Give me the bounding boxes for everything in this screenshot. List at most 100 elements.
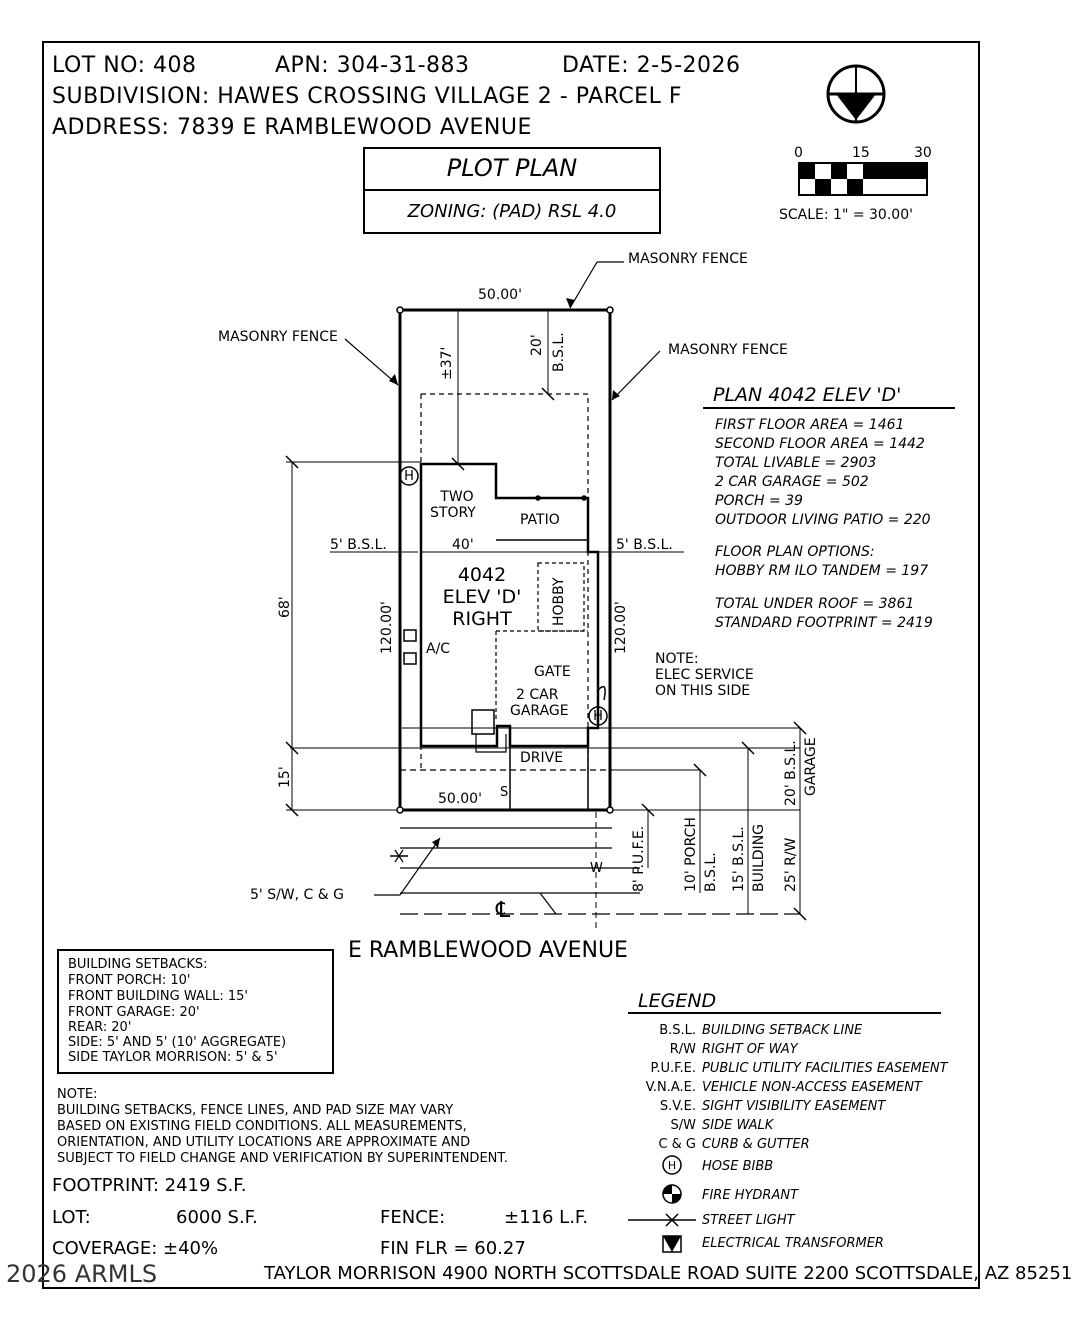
legend-desc: BUILDING SETBACK LINE: [702, 1023, 863, 1038]
svg-text:H: H: [668, 1159, 676, 1172]
rear-distance-dim: ±37': [439, 346, 455, 380]
coverage-stat: COVERAGE: ±40%: [52, 1238, 219, 1259]
legend-desc: VEHICLE NON-ACCESS EASEMENT: [702, 1080, 922, 1095]
gate-label: GATE: [534, 664, 571, 680]
setbacks-box: [57, 949, 334, 1074]
legend-desc: CURB & GUTTER: [702, 1137, 810, 1152]
hobby-label: HOBBY: [551, 577, 567, 626]
plan-info-line: SECOND FLOOR AREA = 1442: [715, 436, 925, 452]
centerline-icon: ℄: [496, 898, 511, 923]
ac-unit-icon: [403, 652, 417, 665]
legend-abbr: V.N.A.E.: [645, 1080, 696, 1095]
legend-underline: [628, 1012, 941, 1014]
legend-title: LEGEND: [638, 990, 717, 1012]
masonry-fence-right-label: MASONRY FENCE: [668, 342, 788, 358]
lot-width-top: 50.00': [478, 287, 522, 303]
house-width-dim: 40': [452, 537, 474, 553]
footprint-stat: FOOTPRINT: 2419 S.F.: [52, 1175, 247, 1196]
patio-outline: [496, 497, 589, 541]
lot-boundary: [398, 308, 612, 812]
legend-desc: SIGHT VISIBILITY EASEMENT: [702, 1099, 886, 1114]
masonry-fence-top-label: MASONRY FENCE: [628, 251, 748, 267]
setback-line: REAR: 20': [68, 1020, 132, 1035]
lot-width-bottom: 50.00': [438, 791, 482, 807]
legend-abbr: S.V.E.: [659, 1099, 696, 1114]
pufe-label: 8' P.U.F.E.: [631, 825, 647, 892]
plan-orientation-label: RIGHT: [452, 608, 512, 630]
hose-bibb-letter: H: [404, 469, 414, 484]
plan-info-title: PLAN 4042 ELEV 'D': [713, 384, 902, 406]
porch-outline: [471, 709, 495, 735]
lot-stat-value: 6000 S.F.: [176, 1207, 258, 1228]
setback-line: SIDE TAYLOR MORRISON: 5' & 5': [68, 1050, 278, 1065]
note-line: BASED ON EXISTING FIELD CONDITIONS. ALL …: [57, 1119, 467, 1134]
site-plan-drawing: [285, 261, 807, 930]
setback-envelope: [420, 393, 589, 770]
legend-desc: PUBLIC UTILITY FACILITIES EASEMENT: [702, 1061, 948, 1076]
garage-bsl-label: GARAGE: [803, 737, 819, 796]
scale-text: SCALE: 1" = 30.00': [779, 207, 913, 223]
legend-abbr: S/W: [670, 1118, 697, 1133]
note-line: NOTE:: [57, 1087, 98, 1102]
setback-line: FRONT PORCH: 10': [68, 973, 191, 988]
plan-info-line: 2 CAR GARAGE = 502: [715, 474, 869, 490]
legend-abbr: B.S.L.: [659, 1023, 696, 1038]
side-bsl-right: 5' B.S.L.: [616, 537, 673, 553]
apn: APN: 304-31-883: [275, 53, 470, 78]
patio-label: PATIO: [520, 512, 560, 528]
rear-bsl-label: B.S.L.: [551, 332, 567, 372]
fence-stat-label: FENCE:: [380, 1207, 446, 1228]
legend-abbr: P.U.F.E.: [650, 1061, 696, 1076]
plan-info-line: FIRST FLOOR AREA = 1461: [715, 417, 905, 433]
setback-line: FRONT GARAGE: 20': [68, 1005, 200, 1020]
water-mark: W: [590, 861, 603, 876]
gate-icon: [597, 685, 606, 701]
plan-info-underline: [703, 407, 955, 409]
legend-desc: RIGHT OF WAY: [702, 1042, 798, 1057]
legend-desc: SIDE WALK: [702, 1118, 774, 1133]
note-line: BUILDING SETBACKS, FENCE LINES, AND PAD …: [57, 1103, 454, 1118]
company-footer: TAYLOR MORRISON 4900 NORTH SCOTTSDALE RO…: [264, 1263, 1072, 1284]
hose-bibb-icon: [588, 706, 608, 726]
elec-note-label: NOTE:: [655, 651, 699, 667]
rear-bsl-dim: 20': [529, 334, 545, 356]
two-story-label: TWO: [440, 489, 474, 505]
drive-label: DRIVE: [520, 750, 564, 766]
elec-note-label: ON THIS SIDE: [655, 683, 751, 699]
building-bsl-label: BUILDING: [751, 823, 767, 892]
plan-elevation-label: ELEV 'D': [442, 586, 522, 608]
legend-desc: STREET LIGHT: [702, 1213, 795, 1228]
setback-line: SIDE: 5' AND 5' (10' AGGREGATE): [68, 1035, 287, 1050]
hose-bibb-icon: [399, 466, 419, 486]
street-name: E RAMBLEWOOD AVENUE: [348, 938, 628, 963]
legend-symbols: H: [628, 1155, 696, 1253]
scale-bar: [798, 162, 928, 196]
legend-abbr: R/W: [669, 1042, 696, 1057]
sidewalk-label: 5' S/W, C & G: [250, 887, 344, 903]
setback-line: FRONT BUILDING WALL: 15': [68, 989, 248, 1004]
page-title: PLOT PLAN: [446, 154, 578, 182]
garage-bsl-label: 20' B.S.L.: [783, 740, 799, 806]
legend-abbr: C & G: [658, 1137, 696, 1152]
lot-stat-label: LOT:: [52, 1207, 91, 1228]
porch-bsl-label: B.S.L.: [703, 852, 719, 892]
garage-label: GARAGE: [510, 703, 569, 719]
hose-bibb-letter: H: [593, 709, 603, 724]
hose-bibb-icon: H: [662, 1155, 682, 1175]
plot-plan-sheet: [42, 41, 980, 1289]
fire-hydrant-icon: [662, 1184, 682, 1204]
porch-bsl-label: 10' PORCH: [683, 817, 699, 892]
floor-plan-options-title: FLOOR PLAN OPTIONS:: [715, 544, 875, 560]
right-of-way-label: 25' R/W: [783, 837, 799, 892]
note-line: ORIENTATION, AND UTILITY LOCATIONS ARE A…: [57, 1135, 471, 1150]
scale-label-0: 0: [794, 145, 803, 161]
note-line: SUBJECT TO FIELD CHANGE AND VERIFICATION…: [57, 1151, 508, 1166]
legend-desc: ELECTRICAL TRANSFORMER: [702, 1236, 884, 1251]
standard-footprint: STANDARD FOOTPRINT = 2419: [715, 615, 933, 631]
plan-info-line: OUTDOOR LIVING PATIO = 220: [715, 512, 931, 528]
title-divider: [363, 189, 661, 191]
sewer-mark: S: [500, 785, 509, 800]
two-story-label: STORY: [430, 505, 476, 521]
legend-desc: HOSE BIBB: [702, 1159, 774, 1174]
legend-desc: FIRE HYDRANT: [702, 1188, 799, 1203]
